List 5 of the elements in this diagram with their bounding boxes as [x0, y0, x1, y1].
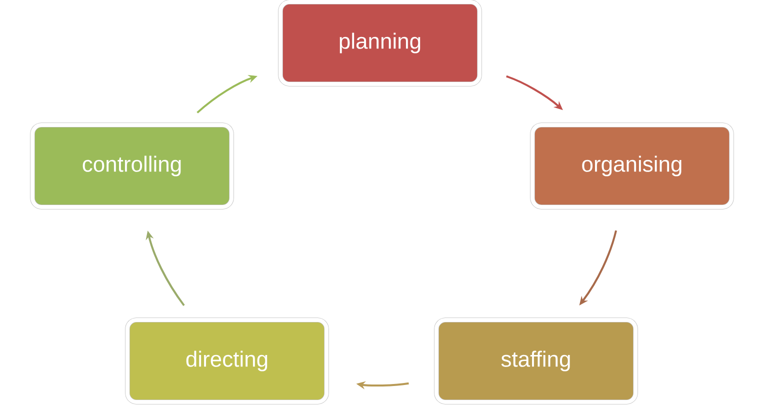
- process-box: planning: [278, 0, 482, 86]
- process-box: controlling: [30, 122, 234, 210]
- process-box: directing: [125, 318, 329, 404]
- process-box: organising: [530, 122, 734, 210]
- process-box: staffing: [434, 318, 638, 404]
